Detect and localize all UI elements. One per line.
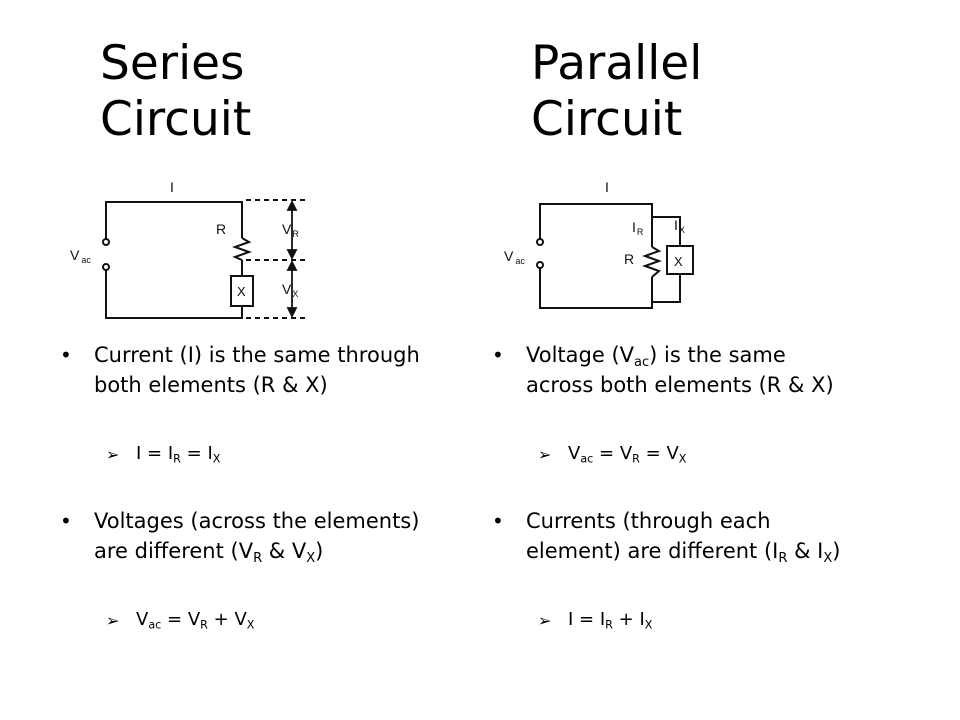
parallel-title-line2: Circuit [531,92,683,147]
series-bullet-current-text: Current (I) is the same through both ele… [94,343,420,397]
series-source-terminal-top [102,238,110,246]
parallel-branch-bottom-rail [652,274,681,303]
parallel-title-line1: Parallel [531,36,703,91]
bullet-dot-icon: • [492,343,504,367]
series-title-line1: Series [100,36,245,91]
series-element-box [230,275,254,307]
parallel-element-box [666,245,694,275]
parallel-bullet-voltage: • Voltage (Vac) is the same across both … [488,340,858,400]
series-bullet-current: • Current (I) is the same through both e… [56,340,428,400]
series-resistor-symbol [232,237,252,261]
arrow-bullet-icon: ➢ [538,611,552,630]
parallel-bullet-current: • Currents (through each element) are di… [488,506,858,566]
series-current-label: I [170,179,174,195]
arrow-bullet-icon: ➢ [106,611,120,630]
parallel-formula-current: ➢ I = IR + IX [538,609,653,632]
series-bullet-list: • Current (I) is the same through both e… [56,340,428,672]
arrow-bullet-icon: ➢ [538,445,552,464]
series-vr-label: VR [282,221,299,239]
series-vx-arrowhead-up [286,259,298,271]
parallel-element-label: X [674,254,683,269]
bullet-dot-icon: • [60,509,72,533]
series-source-terminal-bottom [102,263,110,271]
parallel-current-label: I [605,179,609,195]
parallel-resistor-label: R [624,251,634,267]
arrow-bullet-icon: ➢ [106,445,120,464]
parallel-source-terminal-bottom [536,261,544,269]
bullet-dot-icon: • [60,343,72,367]
parallel-branch-top-rail [652,216,681,246]
parallel-bullet-list: • Voltage (Vac) is the same across both … [488,340,858,672]
parallel-ix-label: IX [674,217,685,235]
parallel-formula-voltage: ➢ Vac = VR = VX [538,443,687,466]
parallel-source-terminal-top [536,238,544,246]
parallel-bottom-wire [539,268,653,309]
series-formula-voltage: ➢ Vac = VR + VX [106,609,255,632]
series-element-label: X [237,284,246,299]
series-bullet-voltage: • Voltages (across the elements) are dif… [56,506,428,566]
series-vr-arrowhead-up [286,199,298,211]
series-resistor-label: R [216,221,226,237]
series-vx-arrowhead-down [286,307,298,319]
series-formula-current: ➢ I = IR = IX [106,443,221,466]
series-column: Series Circuit [0,0,430,720]
parallel-resistor-symbol [642,246,662,278]
series-title: Series Circuit [100,36,251,148]
parallel-title: Parallel Circuit [531,36,702,148]
series-vx-label: VX [282,281,298,299]
parallel-ir-label: IR [632,219,644,237]
bullet-dot-icon: • [492,509,504,533]
series-bottom-wire [105,269,243,319]
series-vr-arrowhead-down [286,249,298,261]
series-top-wire [105,201,243,239]
series-title-line2: Circuit [100,92,252,147]
parallel-top-wire [539,203,653,239]
